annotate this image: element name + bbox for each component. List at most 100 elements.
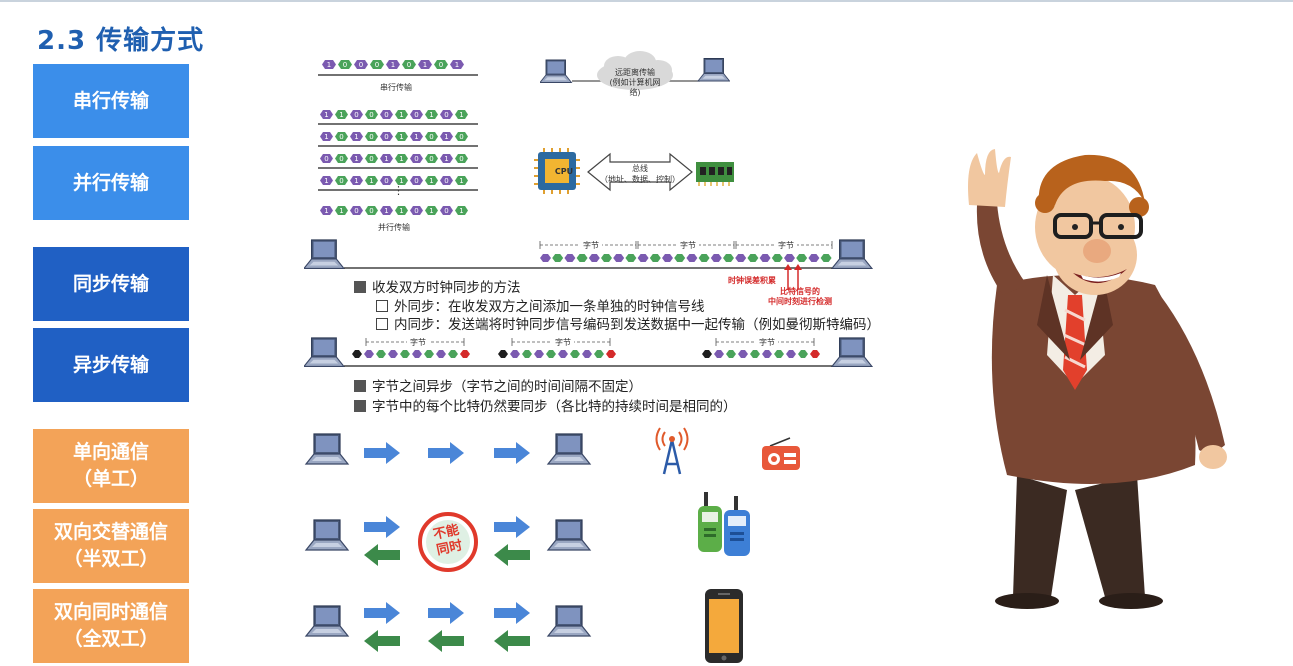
bit-label: 1 <box>414 133 418 141</box>
async-byte-label-3: 字节 <box>756 337 778 348</box>
sync-bit <box>588 254 600 262</box>
sync-byte-label-2: 字节 <box>677 240 699 251</box>
sync-detect-note-line2: 中间时刻进行检测 <box>768 297 832 306</box>
parallel-bit <box>320 110 333 119</box>
sidebar-item-sync[interactable]: 同步传输 <box>33 247 189 321</box>
sync-bit <box>662 254 673 262</box>
bit-label: 0 <box>444 207 448 215</box>
parallel-bit <box>380 132 393 141</box>
bit-label: 0 <box>354 111 358 119</box>
parallel-bit <box>380 110 393 119</box>
sidebar-item-full-duplex[interactable]: 双向同时通信 （全双工） <box>33 589 189 663</box>
bit-label: 1 <box>459 111 463 119</box>
full-duplex-diagram <box>305 602 591 652</box>
bit-label: 1 <box>354 177 358 185</box>
bit-label: 0 <box>414 155 418 163</box>
bit-label: 1 <box>444 133 448 141</box>
async-bit <box>448 350 458 358</box>
bit-label: 0 <box>369 207 373 215</box>
sync-bit <box>723 254 734 262</box>
sync-point-text: 内同步：发送端将时钟同步信号编码到发送数据中一起传输（例如曼彻斯特编码） <box>394 317 880 333</box>
parallel-bit <box>455 132 468 141</box>
bit-label: 1 <box>339 207 343 215</box>
sync-bit <box>735 254 747 262</box>
bit-label: 1 <box>399 133 403 141</box>
sidebar-item-half-duplex[interactable]: 双向交替通信 （半双工） <box>33 509 189 583</box>
bit-label: 1 <box>324 111 328 119</box>
bit-label: 0 <box>369 155 373 163</box>
async-start-bit <box>498 350 508 358</box>
sync-bit <box>564 254 576 262</box>
cloud-icon <box>597 51 673 90</box>
async-bit <box>786 350 796 358</box>
async-bit <box>412 350 422 358</box>
radio-icon <box>762 437 800 470</box>
async-bit <box>558 350 568 358</box>
bit-label: 0 <box>414 111 418 119</box>
parallel-bit <box>335 176 348 185</box>
parallel-bit <box>365 206 378 215</box>
bus-label: 总线 （地址、数据、控制） <box>600 163 680 185</box>
parallel-bit <box>410 176 423 185</box>
parallel-bit <box>440 110 453 119</box>
bit-label: 1 <box>429 177 433 185</box>
sync-bit <box>686 254 698 262</box>
parallel-bit <box>350 154 363 163</box>
serial-bit <box>338 60 352 69</box>
parallel-bit <box>410 110 423 119</box>
square-bullet <box>354 281 366 293</box>
sync-bit <box>710 254 722 262</box>
sidebar-item-serial[interactable]: 串行传输 <box>33 64 189 138</box>
async-point-text: 字节中的每个比特仍然要同步（各比特的持续时间是相同的） <box>372 399 737 415</box>
parallel-bit <box>410 206 423 215</box>
parallel-bit <box>380 176 393 185</box>
bit-label: 0 <box>384 111 388 119</box>
bit-label: 0 <box>407 61 411 69</box>
sync-bit <box>759 254 771 262</box>
bit-label: 0 <box>384 177 388 185</box>
bit-label: 0 <box>459 155 463 163</box>
async-bit <box>798 350 808 358</box>
async-bit <box>400 350 410 358</box>
sidebar-item-simplex[interactable]: 单向通信 （单工） <box>33 429 189 503</box>
sync-error-note: 时钟误差积累 <box>728 276 776 285</box>
async-diagram <box>304 337 873 367</box>
bus-label-line1: 总线 <box>632 164 648 173</box>
cannot-simultaneous-stamp <box>418 512 478 572</box>
sync-bit <box>674 254 686 262</box>
serial-network-diagram <box>540 51 730 90</box>
bit-label: 1 <box>399 207 403 215</box>
sidebar-item-parallel[interactable]: 并行传输 <box>33 146 189 220</box>
async-bit-rows <box>352 338 820 358</box>
teacher-character <box>968 149 1227 609</box>
bit-label: 1 <box>423 61 427 69</box>
parallel-bit <box>350 176 363 185</box>
walkie-talkie-icon <box>698 492 750 556</box>
bit-label: 0 <box>343 61 347 69</box>
async-bit <box>594 350 604 358</box>
async-start-bit <box>352 350 362 358</box>
bit-label: 0 <box>324 155 328 163</box>
serial-bit <box>354 60 368 69</box>
bit-label: 0 <box>369 111 373 119</box>
parallel-bit <box>425 110 438 119</box>
parallel-bit <box>455 176 468 185</box>
serial-bit <box>370 60 384 69</box>
parallel-bit <box>350 132 363 141</box>
sync-detect-arrows <box>784 264 802 290</box>
parallel-bit <box>455 110 468 119</box>
sync-bit <box>601 254 612 262</box>
async-bit <box>774 350 784 358</box>
serial-caption: 串行传输 <box>380 83 412 92</box>
bit-label: 1 <box>354 133 358 141</box>
async-bit <box>522 350 532 358</box>
async-bit <box>534 350 544 358</box>
parallel-bit <box>440 154 453 163</box>
sidebar-item-async[interactable]: 异步传输 <box>33 328 189 402</box>
sync-point-2: 外同步：在收发双方之间添加一条单独的时钟信号线 <box>376 295 705 315</box>
bit-label: 0 <box>429 133 433 141</box>
parallel-bit <box>365 110 378 119</box>
parallel-bit <box>410 154 423 163</box>
sidebar-item-label: 串行传输 <box>72 89 149 112</box>
